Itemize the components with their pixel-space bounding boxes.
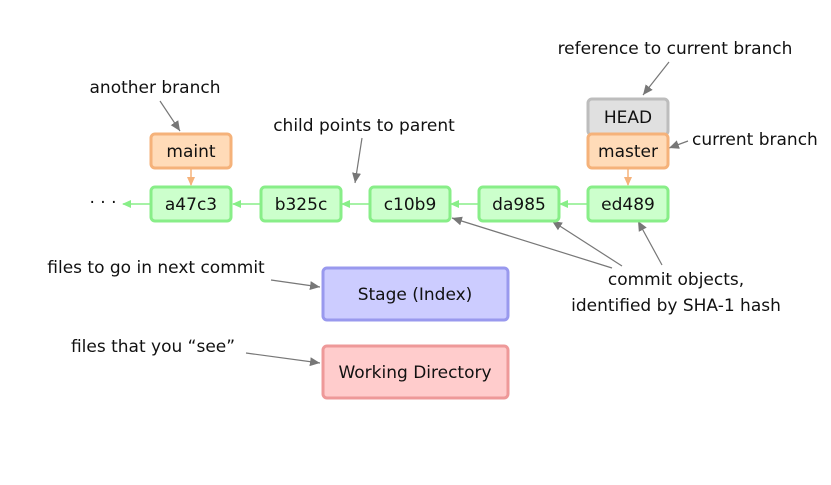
- commit-objects-arrow-c10b9: [451, 216, 613, 269]
- stage-index-box: Stage (Index): [321, 266, 510, 322]
- commit-da985: da985: [477, 185, 561, 223]
- commit-hash: c10b9: [384, 195, 437, 215]
- files-next-commit-label: files to go in next commit: [47, 258, 265, 278]
- branch-label: maint: [166, 142, 215, 162]
- head-ref: HEAD: [586, 97, 670, 137]
- commit-hash: da985: [492, 195, 546, 215]
- commit-a47c3: a47c3: [149, 185, 233, 223]
- commit-hash: b325c: [275, 195, 328, 215]
- commit-objects-label-line1: commit objects,: [608, 270, 744, 290]
- commit-objects-arrow-da985: [551, 220, 623, 267]
- ellipsis: · · ·: [89, 193, 116, 213]
- commit-c10b9: c10b9: [368, 185, 452, 223]
- branch-maint: maint: [149, 132, 233, 170]
- head-label: HEAD: [604, 108, 652, 128]
- commit-objects-arrow-ed489: [637, 220, 663, 266]
- branch-master: master: [586, 132, 670, 170]
- commit-hash: a47c3: [165, 195, 217, 215]
- commit-objects-label-line2: identified by SHA-1 hash: [571, 296, 781, 316]
- files-you-see-label: files that you “see”: [71, 337, 235, 357]
- working-directory-box: Working Directory: [321, 344, 510, 400]
- ref-current-branch-arrow: [642, 61, 670, 96]
- another-branch-arrow: [159, 100, 181, 132]
- stage-label: Stage (Index): [358, 285, 473, 305]
- reference-to-current-branch-label: reference to current branch: [558, 39, 793, 59]
- child-points-to-parent-arrow: [352, 137, 363, 184]
- files-you-see-arrow: [245, 352, 321, 367]
- branch-label: master: [598, 142, 658, 162]
- commit-ed489: ed489: [586, 185, 670, 223]
- current-branch-arrow: [668, 140, 689, 149]
- files-next-commit-arrow: [270, 279, 321, 291]
- another-branch-label: another branch: [90, 78, 221, 98]
- working-directory-label: Working Directory: [338, 363, 491, 383]
- commit-b325c: b325c: [259, 185, 343, 223]
- commit-hash: ed489: [601, 195, 655, 215]
- child-points-to-parent-label: child points to parent: [273, 116, 455, 136]
- current-branch-label: current branch: [692, 130, 818, 150]
